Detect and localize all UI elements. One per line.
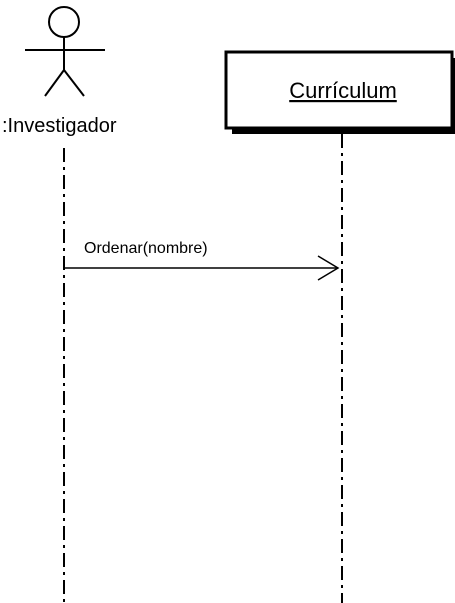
object-box: [224, 50, 454, 130]
actor-name: :Investigador: [2, 115, 117, 137]
actor-figure-icon: [25, 6, 105, 97]
message-arrowhead-icon: [317, 255, 340, 281]
object-name: Currículum: [289, 78, 397, 103]
message-label: Ordenar(nombre): [84, 240, 208, 257]
